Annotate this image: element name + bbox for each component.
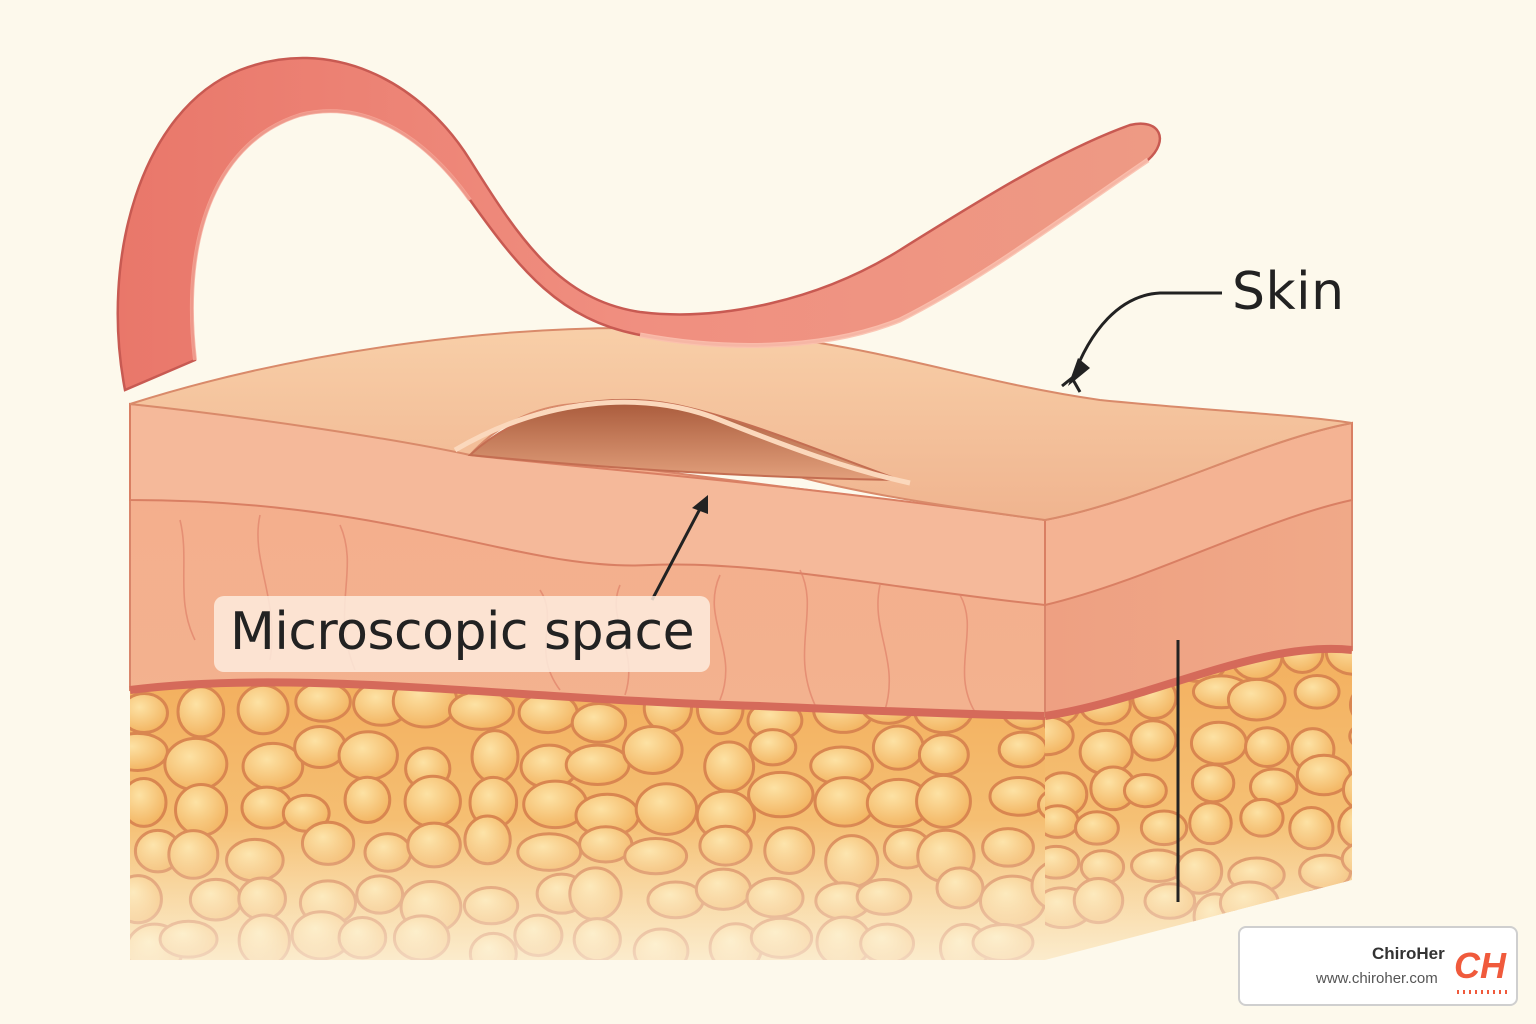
fat-cell xyxy=(1341,765,1352,815)
dermis-fat-boundary xyxy=(129,678,1046,720)
fat-cell xyxy=(997,730,1045,769)
fat-cell xyxy=(1348,683,1352,727)
fat-cell xyxy=(1293,673,1341,710)
fat-cell xyxy=(564,743,631,787)
fat-cell xyxy=(915,773,972,829)
svg-text:CH: CH xyxy=(1454,945,1507,986)
fat-cell xyxy=(1226,677,1287,722)
chiroher-logo-icon: CH xyxy=(1454,945,1507,994)
fat-cell xyxy=(236,683,290,736)
fat-cell xyxy=(337,730,399,781)
fat-cell xyxy=(130,691,169,735)
microscopic-space-arrow xyxy=(650,504,704,601)
fat-cell xyxy=(917,733,970,777)
fat-cell xyxy=(747,770,815,819)
microscopic-space-label: Microscopic space xyxy=(214,596,711,672)
fat-cell xyxy=(130,731,169,772)
brand-url: www.chiroher.com xyxy=(1316,970,1438,987)
fat-cell xyxy=(176,685,226,739)
fat-cell xyxy=(293,724,348,769)
fat-cell xyxy=(1189,720,1248,766)
fat-cell xyxy=(447,689,516,731)
fat-cell xyxy=(343,775,392,824)
fat-cell xyxy=(1036,785,1045,825)
fat-cell xyxy=(1129,719,1178,762)
brand-watermark-card[interactable]: ChiroHer www.chiroher.com CH xyxy=(1238,926,1518,1006)
fat-cell xyxy=(470,729,520,785)
fat-cell xyxy=(1348,718,1352,754)
fat-cell xyxy=(1190,763,1236,804)
fat-cell xyxy=(130,776,168,828)
skin-arrow xyxy=(1070,291,1222,381)
fat-cell xyxy=(1244,726,1291,769)
fat-cell xyxy=(403,774,462,829)
brand-name: ChiroHer xyxy=(1372,944,1445,963)
fat-cell xyxy=(703,740,756,793)
fat-cell xyxy=(871,724,925,771)
fat-cell xyxy=(748,728,798,767)
fat-cell xyxy=(294,682,352,723)
fat-cell xyxy=(1122,772,1168,809)
fat-cell xyxy=(163,736,229,792)
fat-cell xyxy=(988,776,1045,817)
fat-cell xyxy=(621,725,684,775)
skin-label: Skin xyxy=(1232,262,1345,322)
fat-cell xyxy=(570,701,628,744)
fat-cell xyxy=(813,776,877,828)
